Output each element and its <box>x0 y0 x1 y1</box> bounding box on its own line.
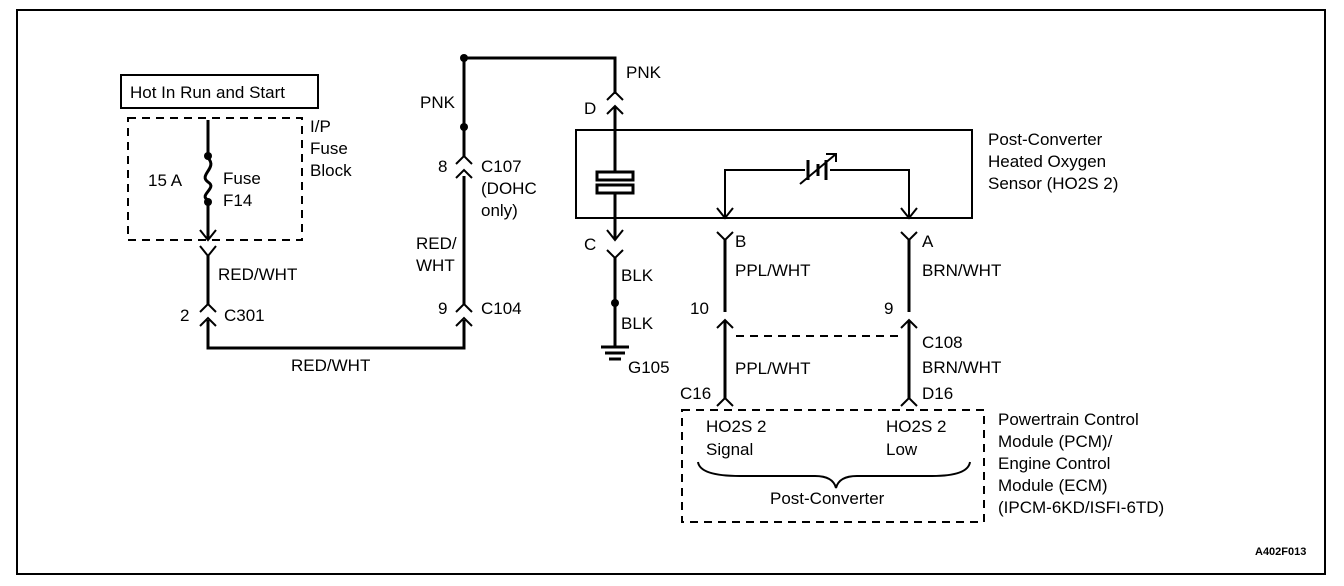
pcm-right-terminal <box>900 396 918 407</box>
sensor-label-1: Post-Converter <box>988 130 1103 149</box>
wire-label-blk-2: BLK <box>621 314 654 333</box>
fuse-rating: 15 A <box>148 171 183 190</box>
fuse-block-label-1: I/P <box>310 117 331 136</box>
heater-element-1 <box>595 170 635 182</box>
diagram-frame <box>16 9 1326 575</box>
wire-label-red-wht-1: RED/WHT <box>218 265 297 284</box>
wire-label-brn-wht-2: BRN/WHT <box>922 358 1001 377</box>
pcm-label-4: Module (ECM) <box>998 476 1108 495</box>
splice-blk <box>611 299 619 307</box>
sensor-a-arrow <box>900 207 918 220</box>
c107-terminal-bottom <box>455 168 473 179</box>
ground-name: G105 <box>628 358 670 377</box>
pcm-group-brace <box>697 461 971 489</box>
fuse-bottom-node <box>204 198 212 206</box>
pin-c-terminal <box>606 249 624 260</box>
c301-terminal-bottom <box>199 316 217 327</box>
fuse-block-out-terminal <box>199 245 217 258</box>
pcm-label-3: Engine Control <box>998 454 1110 473</box>
wire-label-brn-wht-1: BRN/WHT <box>922 261 1001 280</box>
pcm-group-label: Post-Converter <box>770 489 885 508</box>
heater-element-2 <box>595 183 635 195</box>
wire-label-ppl-wht-2: PPL/WHT <box>735 359 811 378</box>
pin-b-label: B <box>735 232 746 251</box>
sensor-label-3: Sensor (HO2S 2) <box>988 174 1118 193</box>
pin-b-terminal <box>716 231 734 242</box>
c301-terminal-top <box>199 302 217 313</box>
splice-pnk <box>460 123 468 131</box>
c104-terminal-top <box>455 302 473 313</box>
sensor-label-2: Heated Oxygen <box>988 152 1106 171</box>
pcm-low-line1: HO2S 2 <box>886 417 946 436</box>
fuse-block-label-2: Fuse <box>310 139 348 158</box>
pin-d-label: D <box>584 99 596 118</box>
c107-pin: 8 <box>438 157 447 176</box>
pcm-signal-line1: HO2S 2 <box>706 417 766 436</box>
hot-in-run-start-label: Hot In Run and Start <box>130 83 285 102</box>
pcm-pin-right: D16 <box>922 384 953 403</box>
fuse-symbol <box>203 156 213 202</box>
fuse-block-arrow <box>199 229 217 242</box>
pin-a-label: A <box>922 232 934 251</box>
c104-name: C104 <box>481 299 522 318</box>
c108-name: C108 <box>922 333 963 352</box>
pin-c-label: C <box>584 235 596 254</box>
pcm-pin-left: C16 <box>680 384 711 403</box>
fuse-block-label-3: Block <box>310 161 352 180</box>
c107-name: C107 <box>481 157 522 176</box>
c301-pin: 2 <box>180 306 189 325</box>
pnk-top-run <box>464 56 617 94</box>
wire-label-red-wht-3a: RED/ <box>416 234 457 253</box>
sensor-variable-arrow <box>799 153 837 185</box>
c107-terminal-top <box>455 154 473 165</box>
c108-pin-right: 9 <box>884 299 893 318</box>
pcm-module-outline <box>681 409 985 523</box>
c107-note-1: (DOHC <box>481 179 537 198</box>
fuse-name-1: Fuse <box>223 169 261 188</box>
sensor-variable-arrowhead <box>826 153 837 162</box>
c301-name: C301 <box>224 306 265 325</box>
ho2s2-sensor-box <box>575 129 973 219</box>
pcm-signal-line2: Signal <box>706 440 753 459</box>
sensor-circuit <box>724 169 805 218</box>
hot-in-run-start-box <box>120 74 319 109</box>
wire-label-pnk-right: PNK <box>626 63 662 82</box>
fuse-name-2: F14 <box>223 191 252 210</box>
pin-a-terminal <box>900 231 918 242</box>
pcm-low-line2: Low <box>886 440 918 459</box>
heater-arrow <box>606 229 624 242</box>
wire-label-ppl-wht-1: PPL/WHT <box>735 261 811 280</box>
wire-label-pnk-left: PNK <box>420 93 456 112</box>
sensor-b-arrow <box>716 207 734 220</box>
red-wht-bottom-run <box>206 320 466 350</box>
wire-label-red-wht-2: RED/WHT <box>291 356 370 375</box>
pcm-label-1: Powertrain Control <box>998 410 1139 429</box>
figure-code: A402F013 <box>1255 546 1306 558</box>
wire-label-red-wht-3b: WHT <box>416 256 455 275</box>
c104-pin: 9 <box>438 299 447 318</box>
c108-pin-left: 10 <box>690 299 709 318</box>
c107-note-2: only) <box>481 201 518 220</box>
pcm-left-terminal <box>716 396 734 407</box>
pcm-label-2: Module (PCM)/ <box>998 432 1113 451</box>
fuse-block-outline <box>127 117 303 241</box>
c104-terminal-bottom <box>455 316 473 327</box>
pcm-label-5: (IPCM-6KD/ISFI-6TD) <box>998 498 1164 517</box>
pin-d-terminal-top <box>606 90 624 101</box>
wire-label-blk-1: BLK <box>621 266 654 285</box>
sensor-circuit-right <box>830 169 910 218</box>
